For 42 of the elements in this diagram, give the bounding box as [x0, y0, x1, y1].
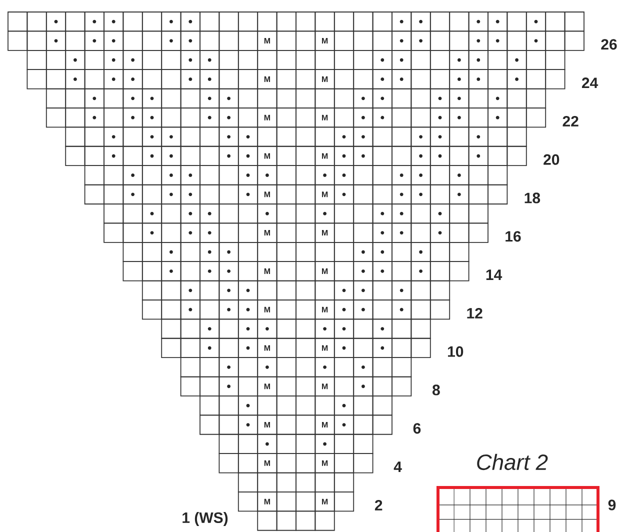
stitch-symbol: M	[322, 76, 328, 82]
stitch-symbol: M	[322, 306, 328, 312]
row-number: 16	[506, 231, 521, 242]
stitch-symbol: M	[322, 114, 328, 120]
row-number: 6	[413, 423, 421, 434]
row-number: 1 (WS)	[182, 512, 228, 526]
row-number: 10	[448, 346, 464, 357]
stitch-symbol: M	[322, 268, 328, 274]
stitch-symbol: M	[264, 306, 270, 312]
row-number: 8	[432, 384, 440, 396]
stitch-symbol: M	[264, 460, 270, 466]
stitch-symbol: M	[264, 114, 270, 120]
row-number: 22	[562, 116, 578, 126]
stitch-symbol: M	[322, 422, 328, 428]
stitch-symbol: M	[322, 38, 328, 44]
stitch-symbol: M	[322, 498, 328, 504]
chart-title: Chart 2	[477, 454, 548, 470]
row-number: 2	[374, 500, 382, 510]
stitch-symbol: M	[264, 192, 270, 198]
row-number: 26	[601, 39, 617, 50]
row-number: 9	[608, 500, 616, 510]
stitch-symbol: M	[264, 268, 270, 274]
stitch-symbol: M	[322, 460, 328, 466]
stitch-symbol: M	[322, 192, 328, 198]
row-number: 20	[544, 154, 560, 165]
stitch-symbol: M	[264, 230, 270, 236]
row-number: 4	[394, 462, 402, 472]
stitch-symbol: M	[322, 153, 328, 159]
stitch-symbol: M	[264, 76, 270, 82]
stitch-symbol: M	[322, 230, 328, 236]
stitch-symbol: M	[322, 384, 328, 390]
stitch-symbol: M	[264, 345, 270, 351]
stitch-symbol: M	[264, 384, 270, 390]
row-number: 18	[524, 192, 540, 204]
stitch-symbol: M	[264, 422, 270, 428]
row-number: 24	[582, 78, 598, 88]
stitch-symbol: M	[322, 345, 328, 351]
row-number: 12	[467, 308, 482, 318]
stitch-symbol: M	[264, 38, 270, 44]
stitch-symbol: M	[264, 498, 270, 504]
row-number: 14	[486, 270, 502, 280]
stitch-symbol: M	[264, 153, 270, 159]
